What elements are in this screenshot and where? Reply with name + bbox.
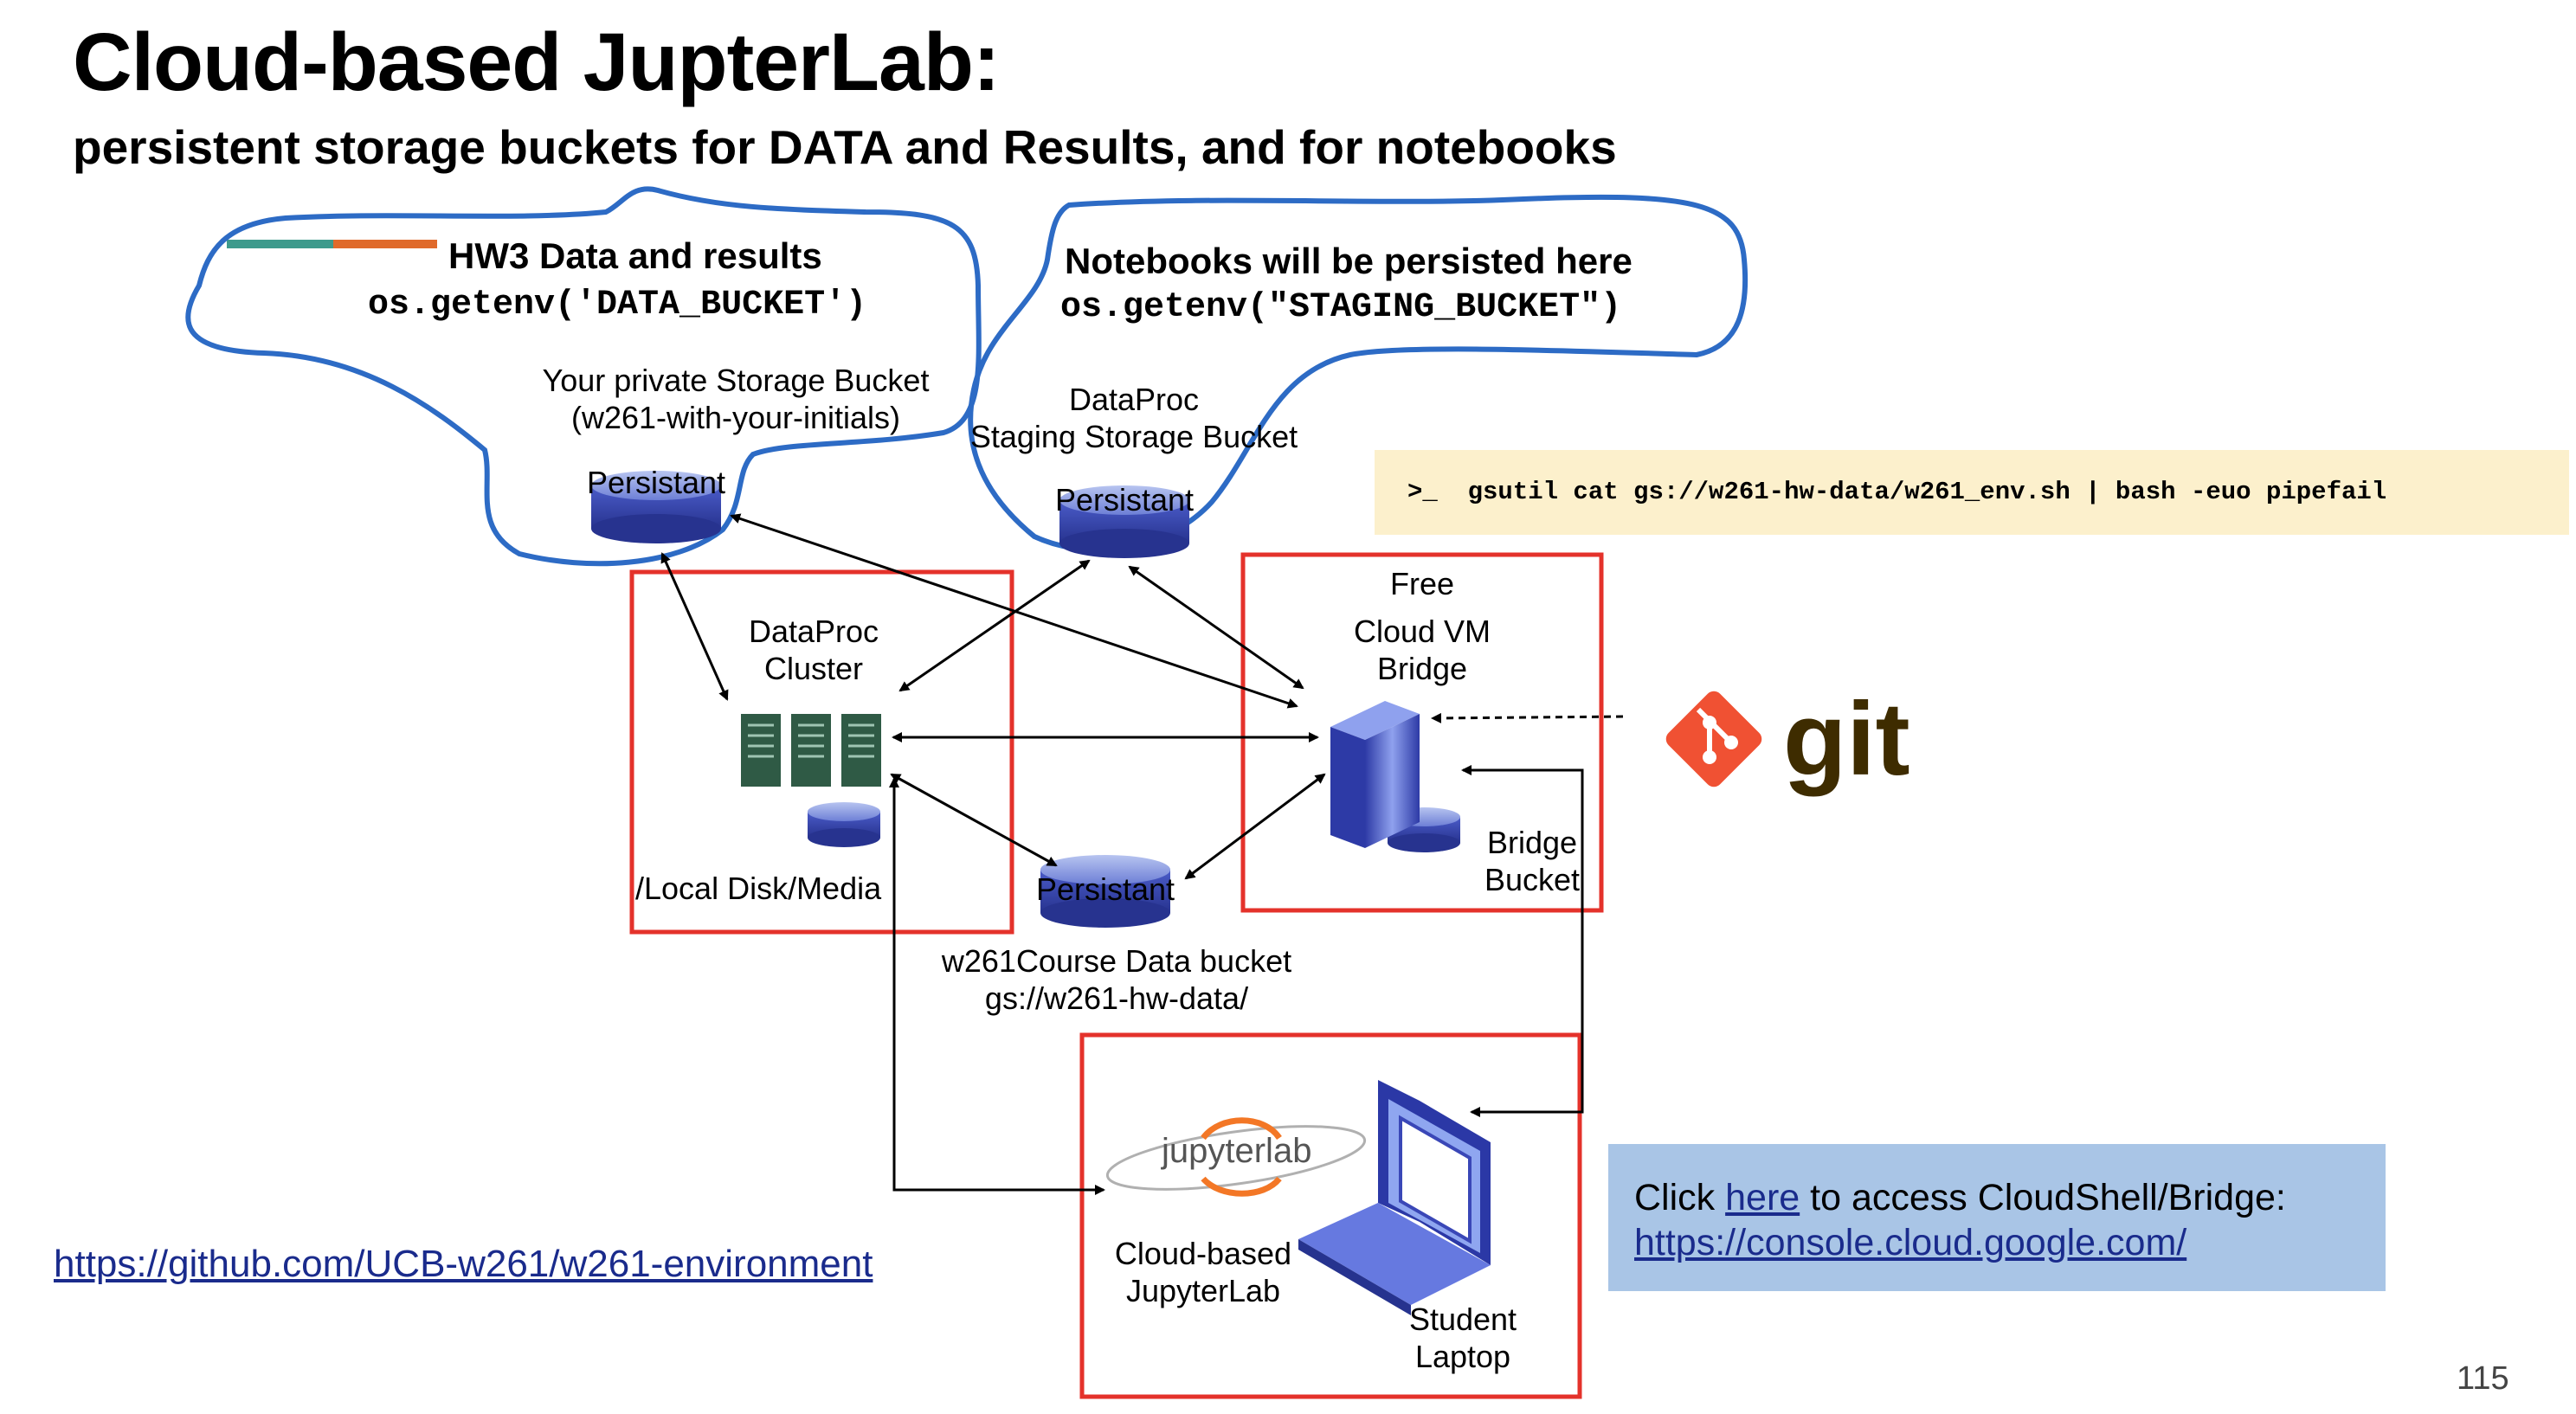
bridge-bucket-line2: Bucket [1484,862,1581,897]
cluster-line2: Cluster [763,651,864,686]
bridge-bucket-line1: Bridge [1486,825,1578,860]
accent-bar-orange [333,240,437,248]
command-strip: >_ gsutil cat gs://w261-hw-data/w261_env… [1375,450,2569,535]
vm-line2: Bridge [1376,651,1468,686]
bridge-bucket-label: Bridge Bucket [1463,824,1601,898]
local-disk-label: /Local Disk/Media [635,871,882,906]
arrow-course-vm [1184,773,1326,880]
accent-bar-teal [227,240,333,248]
git-label: git [1783,681,1910,797]
private-bucket-disk-label: Persistant [586,465,726,500]
cloudshell-info-box: Click here to access CloudShell/Bridge: … [1608,1144,2386,1291]
laptop-line1: Student [1408,1302,1517,1337]
staging-bucket-line2: Staging Storage Bucket [969,419,1298,454]
console-link[interactable]: https://console.cloud.google.com/ [1634,1222,2187,1263]
laptop-icon [1298,1080,1491,1315]
private-bucket-line2: (w261-with-your-initials) [570,400,901,435]
laptop-line2: Laptop [1414,1339,1511,1374]
notebooks-callout-code: os.getenv("STAGING_BUCKET") [1060,288,1622,327]
vm-line1: Cloud VM [1353,614,1491,649]
private-bucket-line1: Your private Storage Bucket [542,363,930,398]
laptop-red-box [1079,1032,1582,1399]
jupyter-line1: Cloud-based [1114,1236,1292,1271]
notebooks-callout-heading: Notebooks will be persisted here [1065,241,1633,281]
local-disk-icon [808,802,880,847]
cluster-label: DataProc Cluster [705,613,922,687]
cluster-server-icon [741,714,881,787]
data-callout-heading: HW3 Data and results [448,235,822,276]
staging-bucket-label: DataProc Staging Storage Bucket [961,381,1307,455]
info-line1: Click here to access CloudShell/Bridge: [1634,1175,2386,1220]
page-number: 115 [2457,1360,2509,1397]
staging-bucket-disk-label: Persistant [1054,482,1195,517]
staging-bucket-line1: DataProc [1068,382,1200,417]
arrow-staging-vm [1128,565,1304,690]
vm-free-label: Free [1389,566,1455,601]
staging-bucket-outline [968,194,1748,553]
jupyter-logo-text: jupyterlab [1162,1132,1312,1170]
arrow-git-vm [1431,712,1624,723]
course-bucket-disk-label: Persistant [1035,871,1175,907]
page-subtitle: persistent storage buckets for DATA and … [73,120,1617,174]
arrow-laptop-vm [1461,765,1584,1117]
course-bucket-line2: gs://w261-hw-data/ [984,980,1249,1016]
arrow-staging-cluster [898,559,1091,692]
arrow-cluster-jupyter [889,777,1105,1195]
private-bucket-label: Your private Storage Bucket (w261-with-y… [519,362,952,436]
info-line2: https://console.cloud.google.com/ [1634,1220,2386,1265]
here-link[interactable]: here [1725,1177,1800,1218]
cluster-line1: DataProc [748,614,879,649]
vm-server-icon [1330,701,1420,848]
jupyter-line2: JupyterLab [1125,1273,1281,1308]
page-title: Cloud-based JupterLab: [73,16,1001,108]
vm-label: Cloud VM Bridge [1292,613,1552,687]
jupyter-logo-icon [1105,1117,1367,1197]
data-callout-code: os.getenv('DATA_BUCKET') [368,286,867,325]
arrow-cluster-course [890,773,1058,867]
laptop-label: Student Laptop [1376,1301,1549,1375]
arrow-private-cluster [660,552,729,701]
github-link[interactable]: https://github.com/UCB-w261/w261-environ… [54,1243,873,1285]
jupyter-label: Cloud-based JupyterLab [1104,1235,1303,1309]
info-rest-text: to access CloudShell/Bridge: [1800,1177,2286,1218]
info-click-text: Click [1634,1177,1726,1218]
private-bucket-disk-icon [591,471,721,543]
git-logo-icon [1665,691,1762,787]
course-bucket-line1: w261Course Data bucket [941,943,1292,979]
course-bucket-label: w261Course Data bucket gs://w261-hw-data… [918,942,1316,1017]
data-bucket-outline [185,186,982,567]
